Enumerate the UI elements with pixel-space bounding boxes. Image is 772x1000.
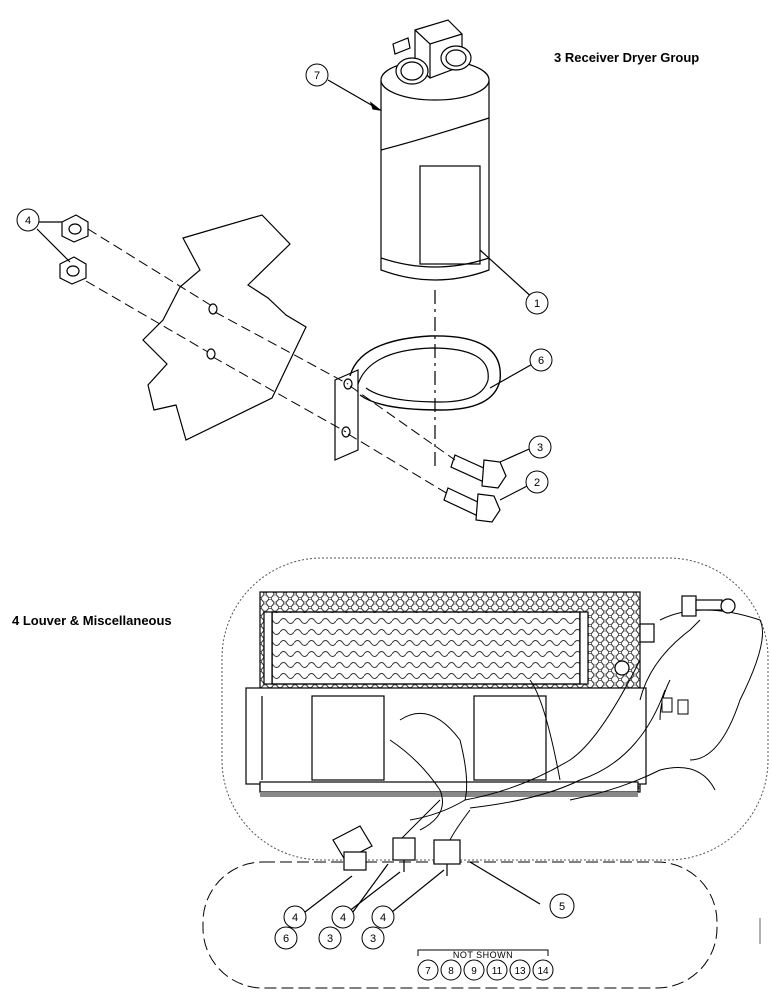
callout-3: 3	[528, 435, 552, 459]
mounting-plate	[142, 214, 307, 441]
not-shown-item-11-label: 11	[492, 966, 503, 977]
not-shown-item-14: 14	[532, 959, 554, 981]
louver-callout-4a-label: 4	[292, 912, 298, 924]
bolt-upper	[450, 454, 507, 489]
not-shown-item-14-label: 14	[537, 966, 549, 977]
callout-1: 1	[525, 291, 549, 315]
not-shown-item-13: 13	[509, 959, 531, 981]
callout-4-label: 4	[25, 215, 31, 227]
louver-assembly	[202, 557, 769, 989]
louver-callout-4c-label: 4	[380, 912, 386, 924]
not-shown-item-13-label: 13	[514, 966, 526, 977]
callout-4: 4	[16, 208, 40, 232]
louver-callout-5-label: 5	[559, 901, 565, 913]
louver-callout-4a: 4	[283, 905, 307, 929]
not-shown-item-9: 9	[463, 959, 485, 981]
callout-6: 6	[529, 348, 553, 372]
callout-1-label: 1	[534, 298, 540, 310]
louver-callout-4b-label: 4	[340, 912, 346, 924]
not-shown-item-7-label: 7	[425, 966, 431, 977]
louver-callout-4b: 4	[331, 905, 355, 929]
louver-callouts: 4 4 4 6 3 3 5	[274, 893, 575, 950]
receiver-dryer-assembly	[36, 19, 537, 523]
callout-2-label: 2	[534, 477, 540, 489]
dryer-fitting	[392, 19, 472, 85]
hex-nut-lower	[59, 256, 87, 285]
bolt-lower	[443, 487, 501, 523]
not-shown-item-8-label: 8	[448, 966, 454, 977]
hex-nut-upper	[61, 214, 89, 243]
louver-callout-3b-label: 3	[370, 933, 376, 945]
pressure-switch	[433, 839, 461, 876]
louver-callout-5: 5	[549, 893, 575, 919]
louver-callout-3a-label: 3	[327, 933, 333, 945]
receiver-dryer	[380, 19, 490, 281]
louver-misc-title: 4 Louver & Miscellaneous	[12, 613, 172, 628]
not-shown-item-7: 7	[417, 959, 439, 981]
not-shown-label: NOT SHOWN	[453, 950, 513, 960]
callout-7: 7	[305, 63, 329, 87]
thermostat-switch	[332, 825, 373, 871]
callout-3-label: 3	[537, 442, 543, 454]
not-shown-item-8: 8	[440, 959, 462, 981]
not-shown-group: NOT SHOWN 7 8 9 11 13 14	[417, 950, 554, 981]
clamp-bracket	[334, 335, 501, 461]
callout-6-label: 6	[538, 355, 544, 367]
receiver-dryer-group-title: 3 Receiver Dryer Group	[554, 50, 700, 65]
not-shown-item-11: 11	[486, 959, 508, 981]
dryer-callouts: 7 1 6 3 2 4	[16, 63, 553, 494]
louver-callout-3a: 3	[318, 926, 342, 950]
relay	[392, 837, 416, 872]
callout-2: 2	[525, 470, 549, 494]
louver-callout-6-label: 6	[283, 933, 289, 945]
blower-housing	[245, 687, 647, 785]
louver-callout-6: 6	[274, 926, 298, 950]
not-shown-item-9-label: 9	[471, 966, 477, 977]
expansion-valve	[614, 595, 736, 676]
callout-7-label: 7	[314, 70, 320, 82]
louver-callout-3b: 3	[361, 926, 385, 950]
louver-callout-4c: 4	[371, 905, 395, 929]
